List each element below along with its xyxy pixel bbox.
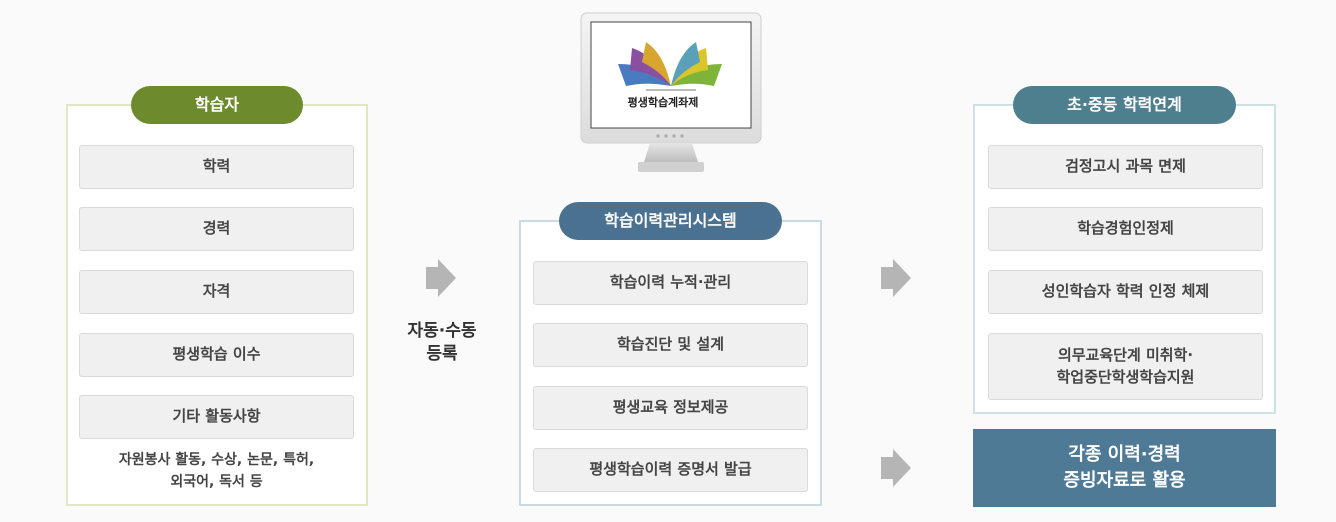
result-line-2: 증빙자료로 활용 bbox=[1063, 470, 1186, 491]
registration-line-1: 자동·수동 bbox=[407, 321, 477, 341]
registration-label: 자동·수동 등록 bbox=[392, 320, 492, 366]
learner-item-education: 학력 bbox=[79, 145, 354, 189]
system-item-diagnosis: 학습진단 및 설계 bbox=[533, 323, 808, 367]
linkage-item4-line-1: 의무교육단계 미취학· bbox=[1057, 345, 1194, 364]
system-title: 학습이력관리시스템 bbox=[559, 202, 782, 240]
result-line-1: 각종 이력·경력 bbox=[1068, 443, 1181, 465]
chevron-arrow-icon bbox=[881, 449, 911, 487]
note-line-2: 외국어, 독서 등 bbox=[170, 473, 263, 490]
chevron-arrow-icon bbox=[881, 259, 911, 297]
chevron-arrow-icon bbox=[426, 259, 456, 297]
linkage-item-exam-exemption: 검정고시 과목 면제 bbox=[988, 145, 1263, 189]
system-item-information: 평생교육 정보제공 bbox=[533, 386, 808, 430]
result-box: 각종 이력·경력 증빙자료로 활용 bbox=[973, 429, 1276, 507]
note-line-1: 자원봉사 활동, 수상, 논문, 특허, bbox=[118, 452, 315, 468]
monitor-icon bbox=[580, 12, 762, 172]
learner-item-career: 경력 bbox=[79, 207, 354, 251]
monitor-label: 평생학습계좌제 bbox=[627, 96, 699, 109]
system-item-accumulation: 학습이력 누적·관리 bbox=[533, 261, 808, 305]
learner-activities-note: 자원봉사 활동, 수상, 논문, 특허, 외국어, 독서 등 bbox=[79, 450, 354, 493]
learner-item-lifelong-learning: 평생학습 이수 bbox=[79, 333, 354, 377]
learner-title: 학습자 bbox=[131, 86, 303, 124]
linkage-item-experience-recognition: 학습경험인정제 bbox=[988, 207, 1263, 251]
linkage-item-adult-learner: 성인학습자 학력 인정 체제 bbox=[988, 270, 1263, 314]
open-book-logo-icon bbox=[618, 42, 722, 86]
registration-line-2: 등록 bbox=[426, 343, 458, 364]
system-item-certificate: 평생학습이력 증명서 발급 bbox=[533, 448, 808, 492]
linkage-item4-line-2: 학업중단학생학습지원 bbox=[1056, 367, 1195, 386]
learner-item-certificate: 자격 bbox=[79, 270, 354, 314]
linkage-item-dropout-support: 의무교육단계 미취학· 학업중단학생학습지원 bbox=[988, 333, 1263, 400]
learner-item-other-activities: 기타 활동사항 bbox=[79, 395, 354, 439]
linkage-title: 초·중등 학력연계 bbox=[1013, 86, 1236, 124]
